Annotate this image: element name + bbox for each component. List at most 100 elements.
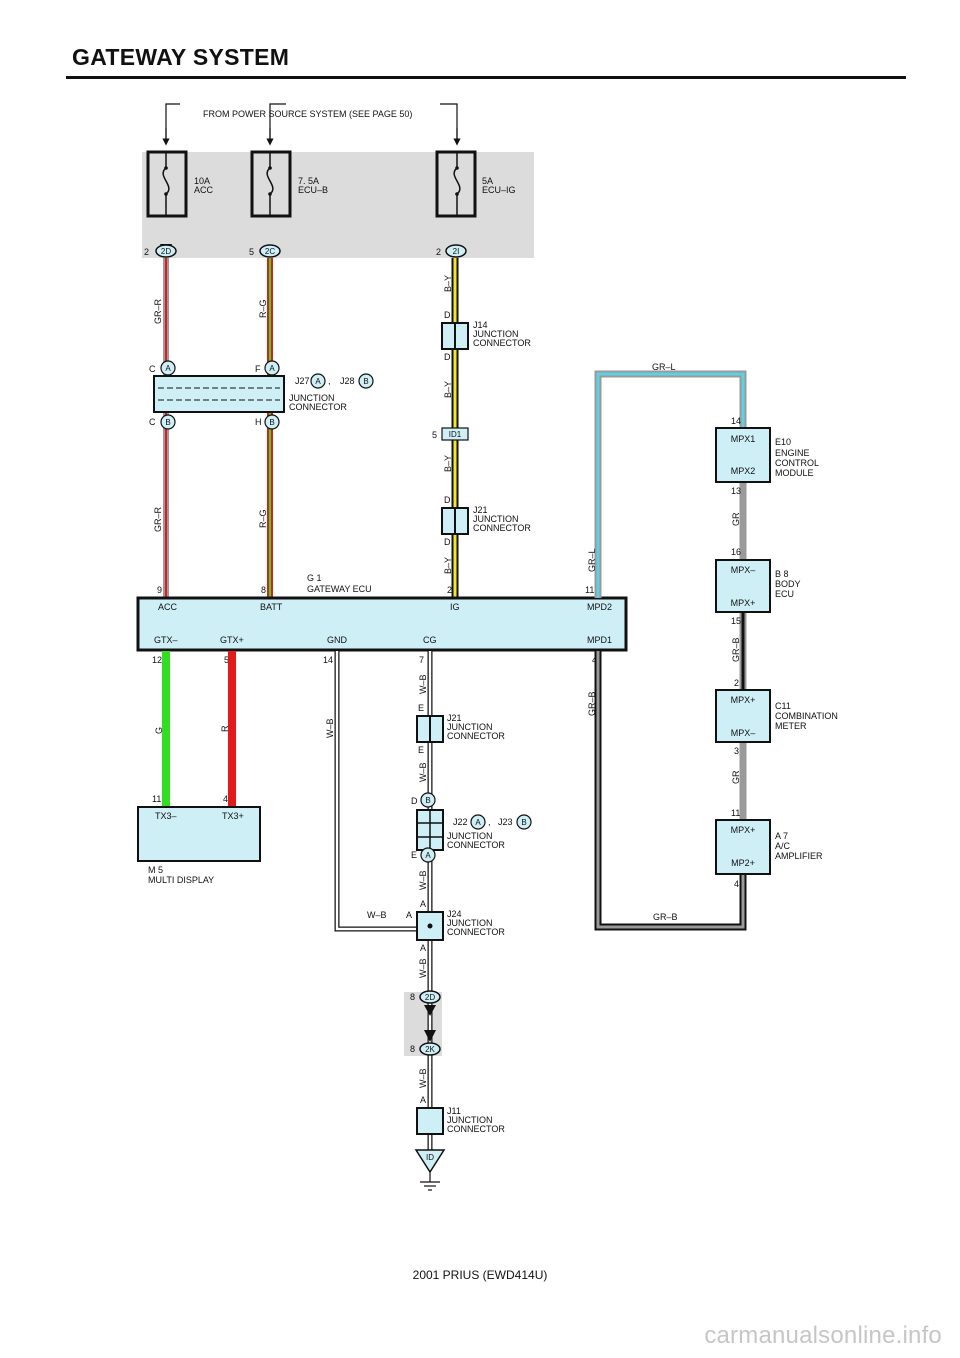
svg-text:4: 4	[734, 879, 739, 889]
connector-2i: 2 2I	[436, 244, 467, 258]
svg-text:8: 8	[261, 585, 266, 595]
svg-text:9: 9	[157, 585, 162, 595]
wire-label-b-y-2: B–Y	[443, 381, 453, 398]
fuse-acc: 10A ACC	[146, 150, 214, 218]
junction-j22-j23: D B E A J22 A , J23 B JUNCTION CONNECTOR	[411, 792, 532, 863]
wire-label-g: G	[154, 727, 164, 734]
svg-text:E: E	[418, 745, 424, 755]
module-b8: 16 15 MPX– MPX+ B 8 BODY ECU	[715, 547, 801, 626]
module-c11: 2 3 MPX+ MPX– C11 COMBINATION METER	[715, 678, 838, 756]
svg-text:2C: 2C	[265, 247, 275, 256]
svg-text:B: B	[165, 418, 170, 427]
svg-text:JUNCTION: JUNCTION	[473, 514, 519, 524]
svg-text:A: A	[420, 943, 426, 953]
svg-text:JUNCTION: JUNCTION	[447, 918, 493, 928]
junction-j21-bottom: E E J21 JUNCTION CONNECTOR	[416, 703, 505, 755]
svg-text:5: 5	[432, 430, 437, 440]
svg-text:GTX+: GTX+	[220, 635, 244, 645]
page-title: GATEWAY SYSTEM	[72, 44, 290, 70]
svg-text:,: ,	[488, 817, 491, 827]
svg-text:2I: 2I	[453, 247, 460, 256]
svg-text:ID: ID	[426, 1153, 434, 1162]
svg-text:16: 16	[731, 547, 741, 557]
svg-text:AMPLIFIER: AMPLIFIER	[775, 851, 823, 861]
svg-text:2K: 2K	[425, 1045, 435, 1054]
svg-text:JUNCTION: JUNCTION	[289, 393, 335, 403]
svg-text:2D: 2D	[161, 247, 171, 256]
svg-text:B: B	[521, 818, 526, 827]
connector-2k-ground: 8 2K	[410, 1030, 441, 1056]
svg-text:13: 13	[731, 486, 741, 496]
wire-label-w-b-horiz: W–B	[367, 910, 387, 920]
svg-text:H: H	[255, 417, 262, 427]
svg-text:CONNECTOR: CONNECTOR	[447, 840, 505, 850]
svg-text:ECU–B: ECU–B	[298, 185, 328, 195]
multi-display: 11 4 TX3– TX3+ M 5 MULTI DISPLAY	[137, 794, 261, 885]
svg-text:B: B	[425, 796, 430, 805]
wire-gr-b-inner	[596, 651, 745, 929]
svg-text:8: 8	[410, 992, 415, 1002]
svg-text:M 5: M 5	[148, 865, 163, 875]
wire-label-b-y-1: B–Y	[443, 275, 453, 292]
wire-label-b-y-4: B–Y	[443, 557, 453, 574]
svg-text:ENGINE: ENGINE	[775, 448, 810, 458]
svg-text:MP2+: MP2+	[731, 858, 755, 868]
module-a7: 11 4 MPX+ MP2+ A 7 A/C AMPLIFIER	[715, 808, 823, 889]
svg-text:A: A	[425, 851, 431, 860]
junction-j14: D D J14 JUNCTION CONNECTOR	[441, 310, 531, 362]
svg-text:ECU–IG: ECU–IG	[482, 185, 516, 195]
svg-text:J28: J28	[340, 376, 355, 386]
svg-text:4: 4	[223, 794, 228, 804]
svg-text:MULTI DISPLAY: MULTI DISPLAY	[148, 875, 214, 885]
svg-text:J23: J23	[498, 817, 513, 827]
svg-text:A: A	[406, 910, 412, 920]
svg-text:MPX–: MPX–	[731, 728, 756, 738]
svg-text:C: C	[149, 364, 156, 374]
svg-text:METER: METER	[775, 721, 807, 731]
svg-text:F: F	[255, 364, 261, 374]
svg-text:MPX2: MPX2	[731, 466, 756, 476]
connector-2c: 5 2C	[249, 244, 281, 258]
svg-text:D: D	[444, 495, 451, 505]
svg-text:,: ,	[328, 376, 331, 386]
wire-label-gr-r-2: GR–R	[153, 506, 163, 532]
svg-text:G 1: G 1	[307, 573, 322, 583]
svg-text:TX3+: TX3+	[222, 811, 244, 821]
svg-text:BODY: BODY	[775, 579, 801, 589]
wire-label-w-b-gnd: W–B	[325, 718, 335, 738]
svg-text:12: 12	[152, 655, 162, 665]
wire-label-gr-l-side: GR–L	[587, 548, 597, 572]
svg-text:CONNECTOR: CONNECTOR	[447, 927, 505, 937]
svg-text:A: A	[420, 899, 426, 909]
svg-text:2: 2	[144, 247, 149, 257]
svg-text:A: A	[420, 1095, 426, 1105]
wire-label-gr-b-side: GR–B	[587, 691, 597, 716]
svg-text:2: 2	[436, 247, 441, 257]
svg-text:J21: J21	[447, 713, 462, 723]
svg-text:MPX1: MPX1	[731, 434, 756, 444]
junction-j11: A J11 JUNCTION CONNECTOR	[416, 1095, 505, 1135]
svg-text:ID1: ID1	[449, 430, 462, 439]
module-e10: 14 13 MPX1 MPX2 E10 ENGINE CONTROL MODUL…	[715, 416, 819, 496]
svg-text:CONNECTOR: CONNECTOR	[473, 338, 531, 348]
svg-text:11: 11	[731, 808, 740, 818]
svg-text:J14: J14	[473, 320, 488, 330]
junction-j21-top: D D J21 JUNCTION CONNECTOR	[441, 495, 531, 547]
wire-label-w-b-5: W–B	[418, 1068, 428, 1088]
svg-text:B: B	[363, 377, 368, 386]
svg-text:J11: J11	[447, 1106, 461, 1116]
svg-text:11: 11	[152, 794, 161, 804]
svg-text:COMBINATION: COMBINATION	[775, 711, 838, 721]
svg-text:CG: CG	[423, 635, 437, 645]
fuse-ecu-ig: 5A ECU–IG	[435, 150, 516, 218]
svg-text:CONNECTOR: CONNECTOR	[473, 523, 531, 533]
svg-text:5: 5	[224, 655, 229, 665]
svg-text:5: 5	[249, 247, 254, 257]
svg-text:E10: E10	[775, 437, 791, 447]
connector-2d: 2 2D	[144, 244, 177, 258]
wire-label-w-b-4: W–B	[418, 958, 428, 978]
svg-text:D: D	[411, 796, 418, 806]
svg-text:7. 5A: 7. 5A	[298, 176, 319, 186]
svg-text:MODULE: MODULE	[775, 468, 814, 478]
svg-text:JUNCTION: JUNCTION	[447, 722, 493, 732]
